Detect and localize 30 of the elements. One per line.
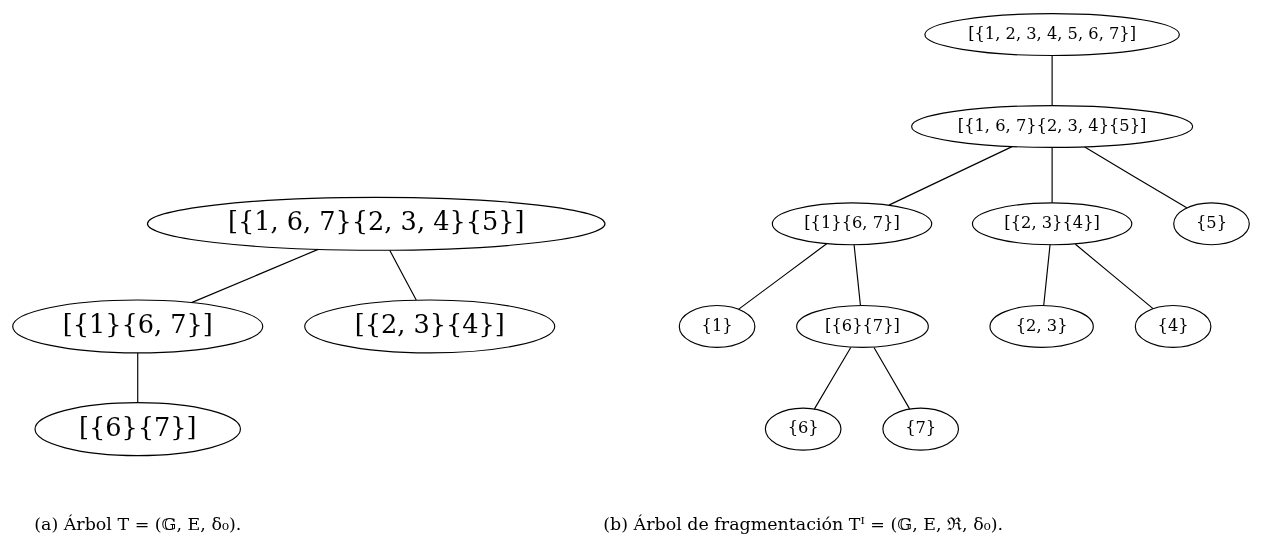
connector [1084,146,1188,208]
connector [1051,146,1053,203]
node-ellipse: {6} [764,407,842,451]
node-ellipse: {5} [1173,201,1250,245]
connector [888,145,1013,206]
connector [1043,243,1051,306]
connector [1074,243,1154,309]
label: (b) Árbol de fragmentación Tᴵ = (𝔾, E, ℜ, δ₀). [603,513,1004,534]
node-ellipse: [{6}{7}] [34,401,241,456]
connector [873,346,911,409]
node-ellipse: [{2, 3}{4}] [971,201,1133,245]
node-ellipse: [{2, 3}{4}] [304,298,556,353]
connector [190,248,319,303]
node-ellipse: {1} [678,304,756,348]
node-ellipse: [{1, 6, 7}{2, 3, 4}{5}] [146,196,606,251]
connector [137,351,139,403]
connector [1051,54,1053,106]
node-ellipse: [{1}{6, 7}] [771,201,933,245]
node-ellipse: {2, 3} [989,304,1094,348]
node-ellipse: [{6}{7}] [796,304,929,348]
connector [389,249,417,301]
node-ellipse: {4} [1134,304,1212,348]
label: (a) Árbol T = (𝔾, E, δ₀). [34,513,242,534]
node-ellipse: [{1, 2, 3, 4, 5, 6, 7}] [924,12,1180,56]
node-ellipse: [{1, 6, 7}{2, 3, 4}{5}] [911,104,1194,148]
connector [853,243,861,306]
connector [738,242,828,310]
connector [813,346,852,409]
node-ellipse: [{1}{6, 7}] [12,298,264,353]
node-ellipse: {7} [882,407,960,451]
